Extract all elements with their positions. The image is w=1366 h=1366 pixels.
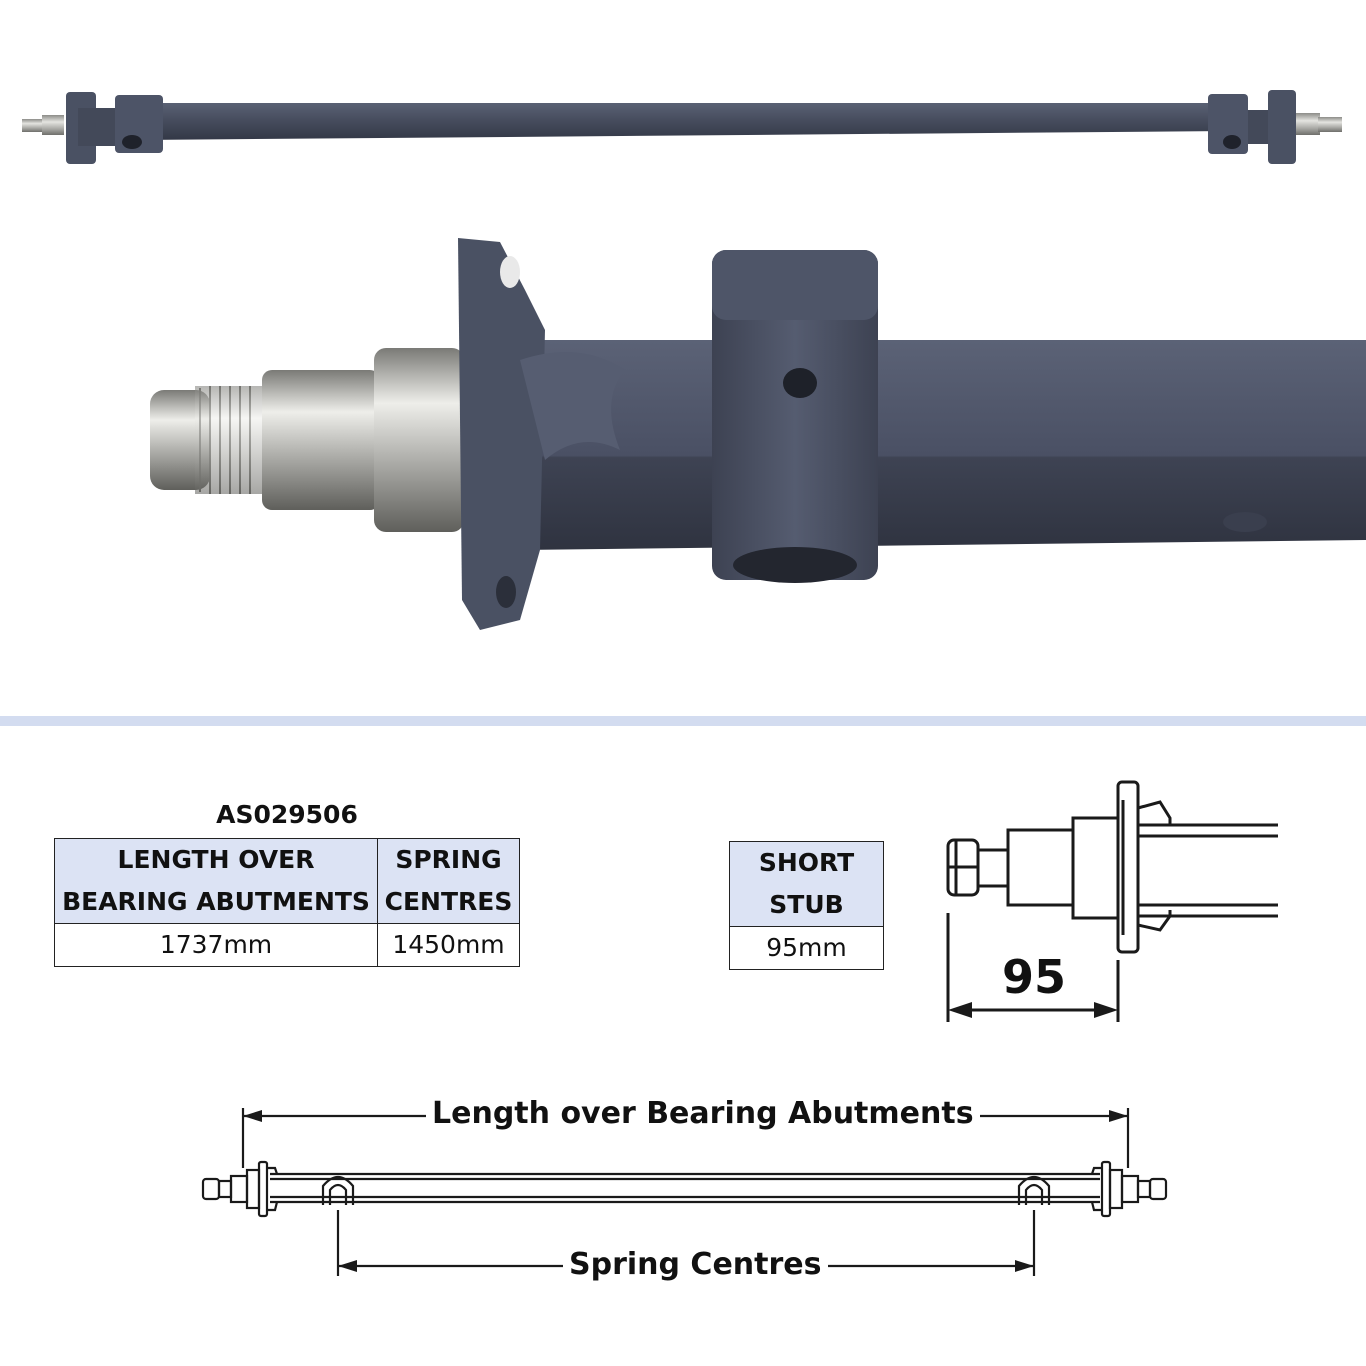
stub-header-line2: STUB [769,890,844,919]
stub-diagram [946,780,1278,1022]
stub-closeup-photo [150,238,1366,630]
spring-centres-dimension-label: Spring Centres [563,1247,828,1282]
spring-header-line1: SPRING [395,845,502,874]
length-value: 1737mm [54,923,378,967]
length-dimension-label: Length over Bearing Abutments [426,1096,980,1131]
stub-header-line1: SHORT [758,848,855,877]
length-header-line1: LENGTH OVER [117,845,315,874]
stub-table: SHORT STUB 95mm [729,841,884,970]
section-divider [0,716,1366,726]
axle-diagram [201,1108,1168,1276]
stub-dimension-label: 95 [1002,950,1067,1004]
axle-spec-table: LENGTH OVER BEARING ABUTMENTS SPRING CEN… [54,838,520,967]
part-number: AS029506 [216,800,358,829]
length-header-line2: BEARING ABUTMENTS [62,887,370,916]
stub-header: SHORT STUB [729,841,884,927]
stub-value: 95mm [729,926,884,970]
spring-header-line2: CENTRES [384,887,513,916]
spring-header: SPRING CENTRES [377,838,520,924]
spring-value: 1450mm [377,923,520,967]
full-axle-photo [22,90,1342,164]
length-header: LENGTH OVER BEARING ABUTMENTS [54,838,378,924]
